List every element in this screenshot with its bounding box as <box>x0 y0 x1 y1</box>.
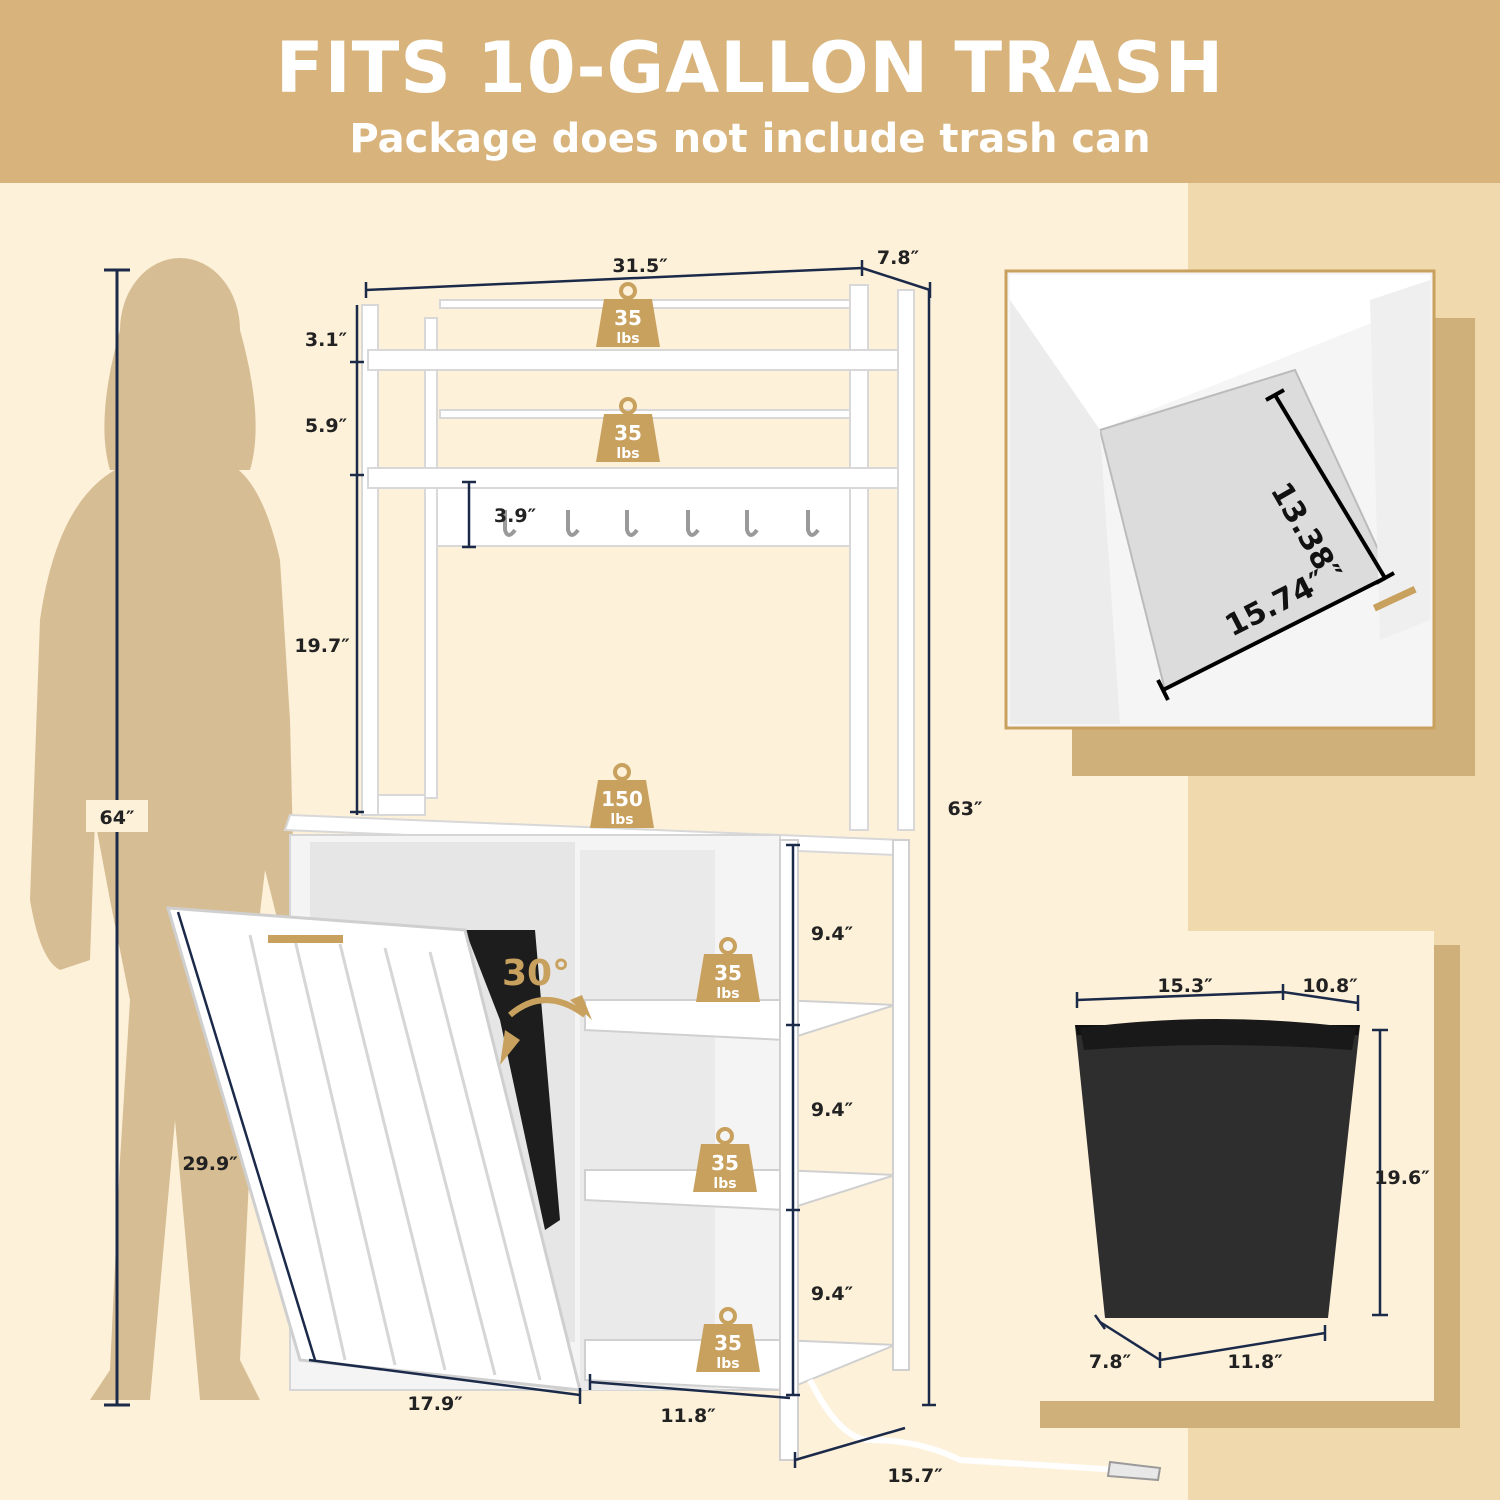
svg-text:lbs: lbs <box>716 986 739 1002</box>
svg-text:35: 35 <box>614 306 642 330</box>
header-banner: FITS 10-GALLON TRASH Package does not in… <box>0 0 1500 183</box>
shelf-unit <box>283 284 915 857</box>
trash-bottom-width-label: 11.8″ <box>1227 1351 1283 1373</box>
base-depth-label: 15.7″ <box>887 1465 943 1487</box>
person-silhouette <box>30 258 295 1400</box>
shelf-gap-1-label: 3.1″ <box>305 329 348 351</box>
trash-height-label: 19.6″ <box>1374 1167 1430 1189</box>
total-height-label: 63″ <box>948 798 983 820</box>
svg-text:35: 35 <box>614 421 642 445</box>
svg-text:lbs: lbs <box>616 331 639 347</box>
door-height-label: 29.9″ <box>182 1153 238 1175</box>
svg-text:lbs: lbs <box>713 1176 736 1192</box>
side-shelf-1-label: 9.4″ <box>811 923 854 945</box>
trash-top-depth-label: 10.8″ <box>1302 975 1358 997</box>
side-shelf-2-label: 9.4″ <box>811 1099 854 1121</box>
tilt-arrow-icon <box>508 997 587 1018</box>
plug-icon <box>1106 1460 1162 1482</box>
svg-text:lbs: lbs <box>616 446 639 462</box>
power-cord <box>807 1378 1121 1473</box>
tilt-out-door <box>165 906 592 1392</box>
weight-badge-side-shelf-3: 35 lbs <box>694 1307 762 1374</box>
tilt-angle-label: 30° <box>502 953 570 994</box>
unit-dimension-lines <box>176 260 936 1468</box>
svg-text:35: 35 <box>714 1331 742 1355</box>
person-height-label: 64″ <box>100 807 135 829</box>
person-height-label-bg <box>86 800 148 832</box>
depth-top-label: 7.8″ <box>877 247 920 269</box>
side-shelf-3-label: 9.4″ <box>811 1283 854 1305</box>
side-width-label: 11.8″ <box>660 1405 716 1427</box>
svg-text:35: 35 <box>711 1151 739 1175</box>
open-space-label: 19.7″ <box>294 635 350 657</box>
hook-height-label: 3.9″ <box>494 505 537 527</box>
weight-badge-countertop: 150 lbs <box>588 763 656 830</box>
width-top-label: 31.5″ <box>612 255 668 277</box>
weight-badge-side-shelf-2: 35 lbs <box>691 1127 759 1194</box>
door-handle <box>268 935 343 943</box>
door-width-label: 17.9″ <box>407 1393 463 1415</box>
svg-text:150: 150 <box>601 787 643 811</box>
weight-badge-shelf-mid: 35 lbs <box>594 397 662 464</box>
headline: FITS 10-GALLON TRASH <box>275 27 1225 109</box>
coat-hooks <box>503 510 820 537</box>
inset-trash-can: 15.3″ 10.8″ 19.6″ 7.8″ 11.8″ <box>992 931 1460 1428</box>
inset-bin-interior: 13.38″ 15.74″ <box>1004 269 1475 776</box>
person-height-line <box>104 268 130 1407</box>
trash-bottom-depth-label: 7.8″ <box>1089 1351 1132 1373</box>
weight-badge-shelf-top: 35 lbs <box>594 282 662 349</box>
shelf-gap-2-label: 5.9″ <box>305 415 348 437</box>
subheadline: Package does not include trash can <box>349 116 1151 162</box>
trash-top-width-label: 15.3″ <box>1157 975 1213 997</box>
weight-badge-side-shelf-1: 35 lbs <box>694 937 762 1004</box>
svg-text:35: 35 <box>714 961 742 985</box>
svg-text:lbs: lbs <box>716 1356 739 1372</box>
svg-text:lbs: lbs <box>610 812 633 828</box>
